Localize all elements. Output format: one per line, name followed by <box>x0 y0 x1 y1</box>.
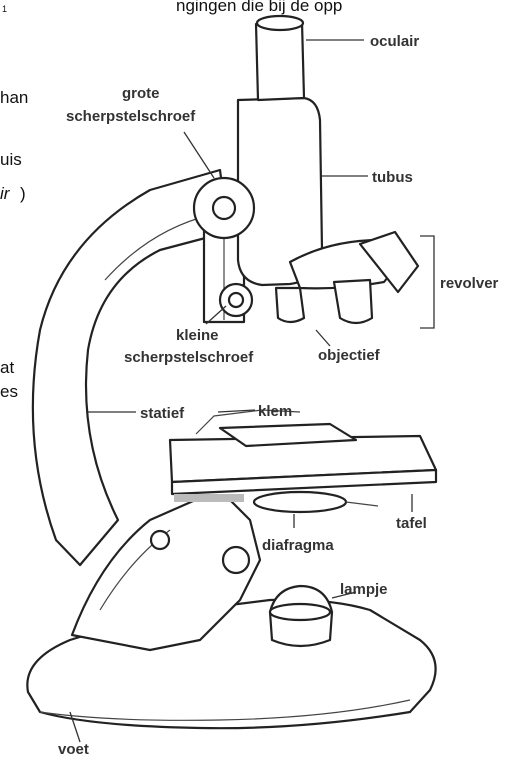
label-statief: statief <box>140 405 185 422</box>
label-revolver: revolver <box>440 275 499 292</box>
label-oculair: oculair <box>370 33 419 50</box>
diaphragm-lever <box>346 502 378 506</box>
side-fragment-paren: ) <box>20 184 26 203</box>
label-diafragma: diafragma <box>262 537 334 554</box>
revolver-bracket <box>420 236 434 328</box>
label-voet: voet <box>58 741 89 756</box>
oculair-tube <box>256 19 304 100</box>
side-fragment-1: han <box>0 88 28 107</box>
base-knob-1 <box>151 531 169 549</box>
fine-focus-knob-center <box>229 293 243 307</box>
side-fragment-2: uis <box>0 150 22 169</box>
grote-leader <box>184 132 214 178</box>
label-lampje: lampje <box>340 581 388 598</box>
oculair-top <box>257 16 303 30</box>
label-kleine-line1: kleine <box>176 327 219 344</box>
label-tafel: tafel <box>396 515 427 532</box>
label-tubus: tubus <box>372 169 413 186</box>
side-fragment-4: at <box>0 358 14 377</box>
objectief-leader <box>316 330 330 346</box>
coarse-focus-knob-center <box>213 197 235 219</box>
diaphragm <box>254 492 346 512</box>
base-knob-2 <box>223 547 249 573</box>
top-text-fragment: ngingen die bij de opp <box>176 0 342 15</box>
label-kleine-line2: scherpstelschroef <box>124 349 254 366</box>
label-grote-line1: grote <box>122 85 160 102</box>
label-grote-line2: scherpstelschroef <box>66 108 196 125</box>
objective-short <box>276 288 304 322</box>
label-klem: klem <box>258 403 292 420</box>
side-fragment-5: es <box>0 382 18 401</box>
stage-rack <box>174 494 244 502</box>
label-objectief: objectief <box>318 347 381 364</box>
lamp-rim <box>270 604 330 620</box>
objective-middle <box>334 280 372 323</box>
superscript-fragment: 1 <box>2 4 7 14</box>
side-fragment-3: ir <box>0 184 11 203</box>
